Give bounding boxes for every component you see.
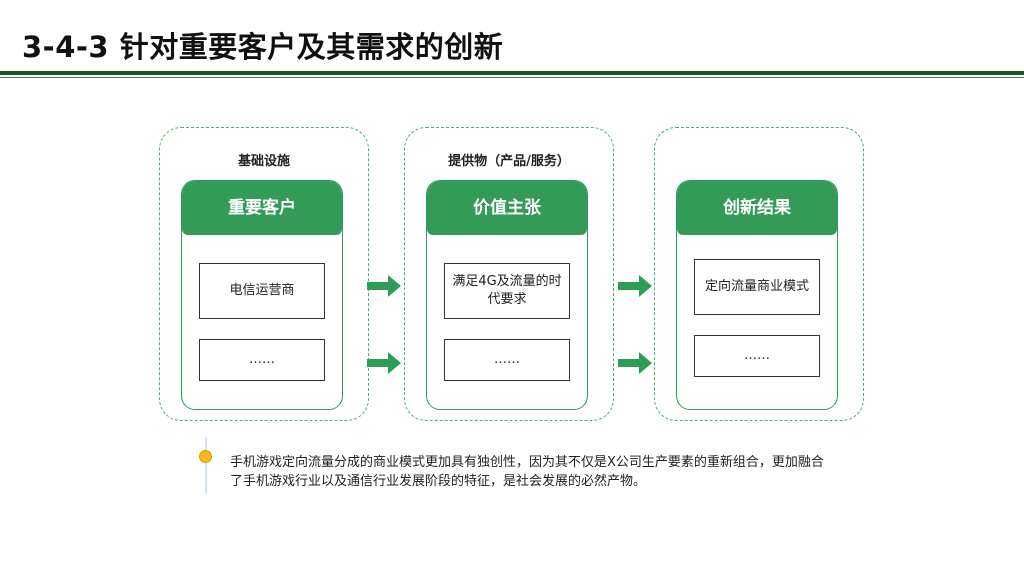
card-header: 重要客户 xyxy=(182,181,342,235)
arrow-right-icon xyxy=(618,352,652,374)
card-item: 定向流量商业模式 xyxy=(694,259,820,315)
card-item: 电信运营商 xyxy=(199,263,325,319)
bullet-line xyxy=(205,437,207,493)
group-label: 基础设施 xyxy=(237,154,290,169)
group-offering: 提供物（产品/服务） 价值主张 满足4G及流量的时代要求 …… xyxy=(404,127,614,421)
card-innovation-result: 创新结果 定向流量商业模式 …… xyxy=(676,180,838,410)
card-key-customers: 重要客户 电信运营商 …… xyxy=(181,180,343,410)
card-value-proposition: 价值主张 满足4G及流量的时代要求 …… xyxy=(426,180,588,410)
group-label: 提供物（产品/服务） xyxy=(448,154,570,169)
group-innovation-result: 创新结果 定向流量商业模式 …… xyxy=(654,127,864,421)
card-header: 价值主张 xyxy=(427,181,587,235)
card-item: …… xyxy=(694,335,820,377)
group-infrastructure: 基础设施 重要客户 电信运营商 …… xyxy=(159,127,369,421)
slide-title: 3-4-3 针对重要客户及其需求的创新 xyxy=(22,30,504,64)
arrow-right-icon xyxy=(367,275,401,297)
card-item: 满足4G及流量的时代要求 xyxy=(444,263,570,319)
card-header: 创新结果 xyxy=(677,181,837,235)
arrow-right-icon xyxy=(618,275,652,297)
card-item: …… xyxy=(199,339,325,381)
card-item: …… xyxy=(444,339,570,381)
bullet-dot-icon xyxy=(199,450,212,463)
title-rule-thin xyxy=(0,77,1024,78)
summary-note: 手机游戏定向流量分成的商业模式更加具有独创性，因为其不仅是X公司生产要素的重新组… xyxy=(230,455,824,489)
arrow-right-icon xyxy=(367,352,401,374)
title-rule-thick xyxy=(0,71,1024,75)
